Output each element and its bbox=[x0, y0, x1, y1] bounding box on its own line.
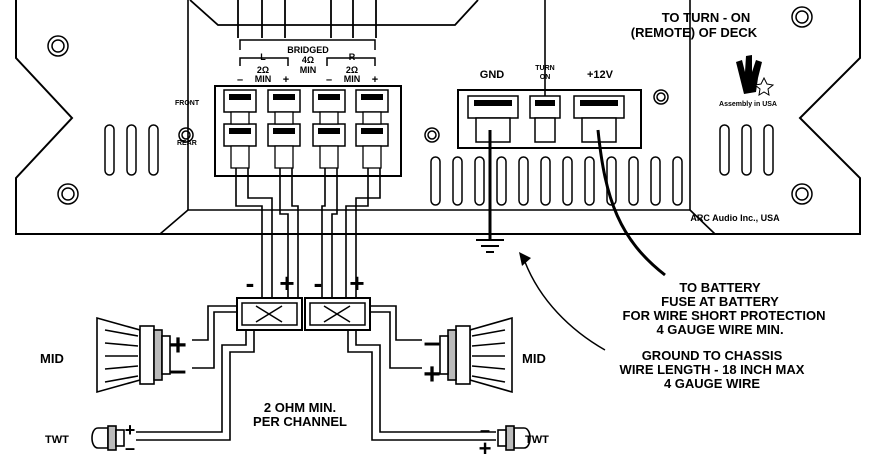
mid-speaker-right-icon bbox=[439, 316, 513, 394]
twt-right-label: TWT bbox=[525, 434, 549, 446]
brand-label: ARC Audio Inc., USA bbox=[690, 213, 780, 223]
battery-note-line3: FOR WIRE SHORT PROTECTION bbox=[623, 308, 826, 323]
left-minus-label: – bbox=[237, 74, 243, 86]
xover-right-minus: - bbox=[314, 268, 323, 298]
left-min-label: MIN bbox=[255, 74, 272, 84]
xover-left-minus: - bbox=[246, 268, 255, 298]
ground-note-line1: GROUND TO CHASSIS bbox=[642, 348, 783, 363]
ground-arrow-icon bbox=[524, 261, 606, 351]
crossover-right bbox=[304, 297, 371, 331]
mounting-screw-icon bbox=[47, 6, 813, 205]
battery-note-line1: TO BATTERY bbox=[679, 280, 761, 295]
mid-right-label: MID bbox=[522, 351, 546, 366]
assembly-label: Assembly in USA bbox=[719, 101, 777, 108]
ground-note-line2: WIRE LENGTH - 18 INCH MAX bbox=[620, 362, 805, 377]
twt-left-minus: – bbox=[125, 438, 135, 458]
front-label: FRONT bbox=[175, 100, 200, 107]
speaker-terminal-block: BRIDGED L R 2Ω MIN 4Ω MIN 2Ω MIN – + – +… bbox=[175, 0, 402, 177]
mid-speaker-left-icon bbox=[96, 316, 171, 394]
center-min-label: MIN bbox=[300, 65, 317, 75]
tweeter-left-icon bbox=[91, 425, 125, 451]
right-channel-label: R bbox=[349, 52, 356, 62]
left-plus-label: + bbox=[283, 74, 289, 86]
battery-note-line2: FUSE AT BATTERY bbox=[661, 294, 779, 309]
mid-left-label: MID bbox=[40, 351, 64, 366]
power-terminal-block: GND TURN ON +12V bbox=[457, 65, 642, 149]
speaker-wiring bbox=[136, 168, 496, 441]
vent-slots bbox=[104, 124, 774, 206]
12v-label: +12V bbox=[587, 69, 614, 81]
right-ohm-label: 2Ω bbox=[346, 65, 358, 75]
gnd-label: GND bbox=[480, 69, 505, 81]
twt-left-label: TWT bbox=[45, 434, 69, 446]
twt-right-minus: – bbox=[480, 420, 490, 440]
tweeter-right-icon bbox=[497, 425, 531, 451]
left-ohm-label: 2Ω bbox=[257, 65, 269, 75]
center-ohm-label: 4Ω bbox=[302, 55, 314, 65]
mid-right-plus: + bbox=[423, 358, 441, 391]
twt-right-plus: + bbox=[479, 436, 492, 461]
bridged-label: BRIDGED bbox=[287, 45, 329, 55]
xover-left-plus: + bbox=[279, 268, 294, 298]
twt-left-plus: + bbox=[125, 420, 136, 440]
ground-note-line3: 4 GAUGE WIRE bbox=[664, 376, 760, 391]
ground-wire bbox=[476, 130, 504, 253]
right-minus-label: – bbox=[326, 74, 332, 86]
mid-left-plus: + bbox=[169, 329, 187, 362]
right-plus-label: + bbox=[372, 74, 378, 86]
xover-right-plus: + bbox=[349, 268, 364, 298]
right-min-label: MIN bbox=[344, 74, 361, 84]
ohm-note-line2: PER CHANNEL bbox=[253, 414, 347, 429]
left-channel-label: L bbox=[260, 52, 266, 62]
mid-left-minus: – bbox=[170, 354, 187, 387]
mid-right-minus: – bbox=[424, 326, 441, 359]
crossover-left bbox=[236, 297, 303, 331]
rear-label: REAR bbox=[177, 140, 197, 147]
remote-note-line2: (REMOTE) OF DECK bbox=[631, 25, 758, 40]
ohm-note-line1: 2 OHM MIN. bbox=[264, 400, 336, 415]
remote-note-line1: TO TURN - ON bbox=[662, 10, 751, 25]
battery-wire bbox=[596, 129, 666, 277]
battery-note-line4: 4 GAUGE WIRE MIN. bbox=[656, 322, 783, 337]
hand-star-logo-icon bbox=[736, 55, 775, 96]
amplifier-chassis bbox=[15, 0, 861, 235]
